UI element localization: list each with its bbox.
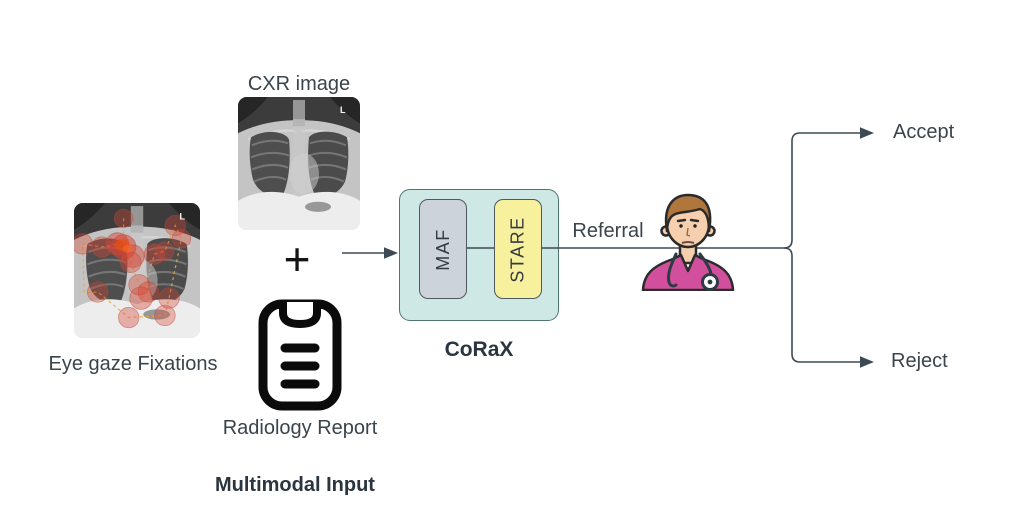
gaze-fixation-points (74, 208, 192, 329)
referral-label: Referral (572, 220, 644, 242)
xray-side-marker: L (179, 211, 185, 221)
eye-gaze-label: Eye gaze Fixations (48, 353, 218, 375)
gaze-hotspot-core (122, 244, 133, 254)
doctor-avatar (638, 187, 738, 296)
xray-side-marker: L (340, 105, 346, 115)
corax-label: CoRaX (444, 338, 514, 361)
corax-box: MAF STARE (399, 189, 559, 321)
radiology-report-icon (255, 292, 345, 419)
maf-module: MAF (419, 199, 467, 299)
cxr-label: CXR image (247, 73, 351, 95)
accept-arrowhead (860, 127, 874, 139)
cxr-image: L (238, 97, 360, 230)
input-arrowhead (384, 247, 398, 259)
radiology-report-label: Radiology Report (222, 417, 378, 439)
stare-module: STARE (494, 199, 542, 299)
reject-label: Reject (891, 350, 948, 372)
reject-branch-line (783, 247, 860, 363)
accept-branch-line (783, 132, 860, 249)
plus-icon: + (283, 233, 311, 285)
multimodal-input-label: Multimodal Input (215, 474, 375, 496)
reject-arrowhead (860, 356, 874, 368)
eye-gaze-image: L (74, 203, 200, 338)
accept-label: Accept (893, 121, 955, 143)
